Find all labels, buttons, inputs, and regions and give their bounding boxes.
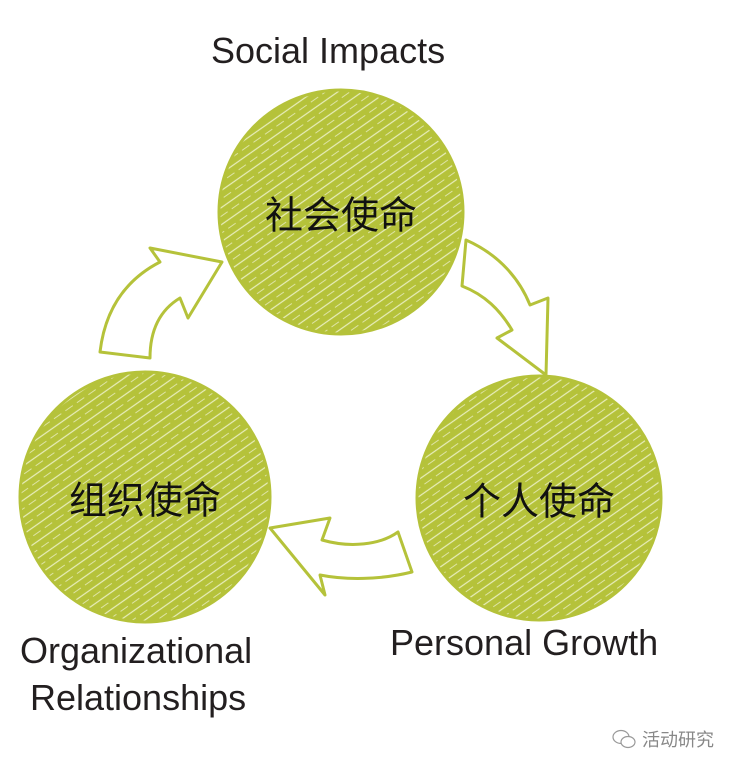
watermark-text: 活动研究: [642, 730, 714, 751]
label-organizational-line1: Organizational: [20, 630, 253, 671]
watermark: 活动研究: [612, 726, 714, 752]
node-org-mission: 组织使命: [68, 478, 222, 523]
arrow-org-to-social: [98, 246, 224, 360]
circle-organizational: [18, 370, 272, 624]
wechat-icon: [612, 729, 636, 749]
circle-social: [217, 88, 465, 336]
arrow-social-to-personal: [460, 238, 550, 377]
label-organizational-line2: Relationships: [30, 677, 247, 718]
arrow-personal-to-org: [268, 516, 414, 597]
label-personal-growth: Personal Growth: [390, 622, 659, 663]
label-social-impacts: Social Impacts: [211, 30, 446, 71]
circle-personal: [415, 374, 663, 622]
node-social-mission: 社会使命: [264, 193, 418, 238]
node-personal-mission: 个人使命: [462, 479, 616, 524]
